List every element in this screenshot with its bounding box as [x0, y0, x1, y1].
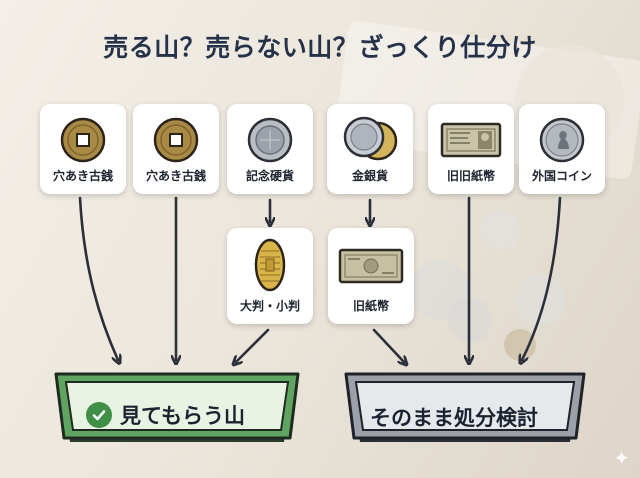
keep-tray-text: そのまま処分検討 [370, 402, 538, 432]
sell-tray-text: 見てもらう山 [120, 400, 245, 430]
arrow-foreign-coin-to-keep [522, 198, 560, 360]
arrow-koban-to-sell [236, 330, 268, 362]
sparkle-icon: ✦ [613, 446, 630, 470]
arrow-holed-coin-1-to-sell [80, 198, 118, 360]
arrow-banknote-to-keep [374, 330, 404, 362]
sell-tray-label: 見てもらう山 [86, 400, 245, 430]
check-icon [86, 402, 112, 428]
keep-tray-label: そのまま処分検討 [370, 402, 538, 432]
